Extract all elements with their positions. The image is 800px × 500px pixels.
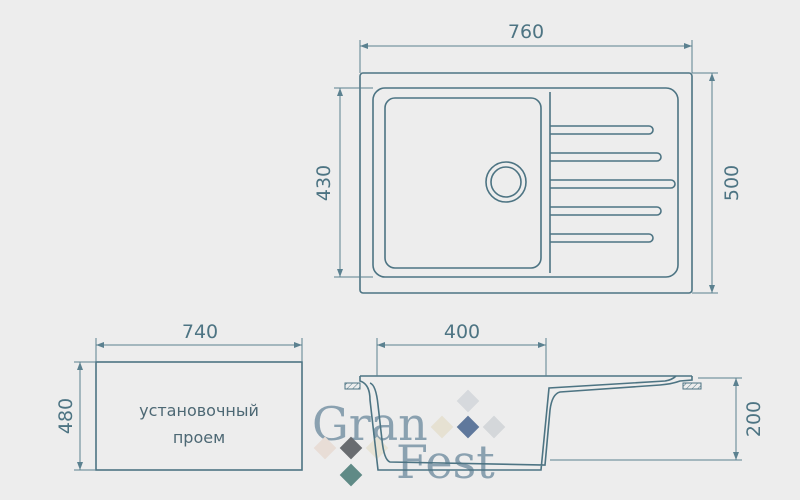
cutout-label-line2: проем <box>172 428 226 447</box>
dim-bowl-width: 400 <box>444 321 480 343</box>
dim-top-height: 500 <box>721 165 743 201</box>
dim-top-width: 760 <box>508 21 544 43</box>
top-view: 760 430 500 <box>313 21 743 294</box>
dim-cutout-height: 480 <box>55 398 77 434</box>
dim-cutout-width: 740 <box>182 321 218 343</box>
side-view: 400 200 <box>344 321 765 471</box>
drainboard-grooves <box>550 125 676 243</box>
cutout-label-line1: установочный <box>139 401 259 420</box>
dim-depth: 200 <box>743 401 765 437</box>
dim-bowl-height: 430 <box>313 165 335 201</box>
cutout-view: 740 480 <box>55 321 303 471</box>
granfest-logo: Gran Fest <box>312 389 506 489</box>
drain-icon <box>485 161 527 203</box>
